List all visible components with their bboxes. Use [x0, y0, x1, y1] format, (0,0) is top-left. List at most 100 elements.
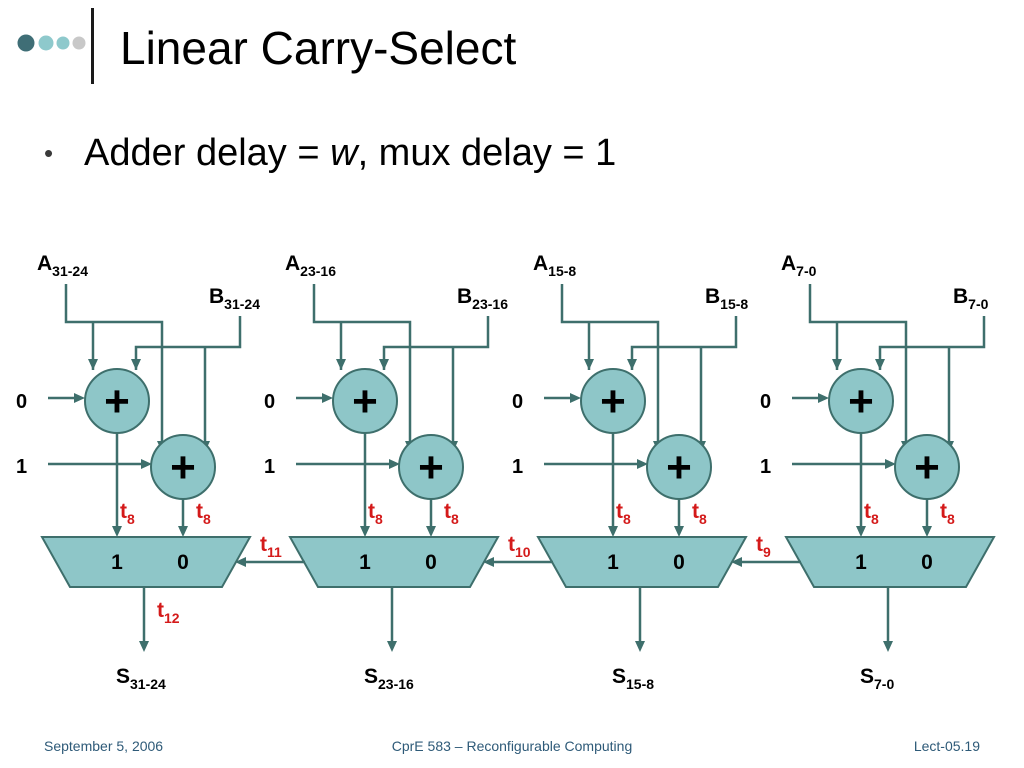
- stage-3-t-right-sub: 8: [947, 511, 955, 527]
- stage-1-adder-carry0: [332, 368, 398, 434]
- stage-1-b-label-main: B: [457, 285, 472, 308]
- stage-2-t-left-main: t: [616, 500, 623, 523]
- stage-2-carry-in-one: 1: [512, 456, 523, 478]
- stage-2-sum-label: S15-8: [612, 665, 654, 692]
- stage-1-a-arrow-top: [336, 359, 346, 370]
- stage-2-t-right-sub: 8: [699, 511, 707, 527]
- stage-1-b-label-sub: 23-16: [472, 296, 508, 312]
- stage-3-t-left-sub: 8: [871, 511, 879, 527]
- stage-3-a-arrow-top: [832, 359, 842, 370]
- stage-3-sum-arrow: [883, 641, 893, 652]
- stage-1-sum-label: S23-16: [364, 665, 414, 692]
- stage-2-b-label: B15-8: [705, 285, 748, 312]
- stage-1-carry-in-one: 1: [264, 456, 275, 478]
- footer-date: September 5, 2006: [44, 738, 164, 754]
- stage-3-t-right: t8: [940, 500, 955, 527]
- stage-1-t-right-sub: 8: [451, 511, 459, 527]
- decorative-dots: [17, 34, 86, 52]
- stage-0-t-right-sub: 8: [203, 511, 211, 527]
- title-divider: [91, 8, 94, 84]
- stage-3-mux-input-1: 1: [855, 551, 867, 574]
- stage-1-a-bus: [312, 284, 412, 450]
- stage-2-t-right: t8: [692, 500, 707, 527]
- stage-3-t-left: t8: [864, 500, 879, 527]
- carry-time-0: t11: [260, 533, 282, 560]
- stage-1-carry-in-zero: 0: [264, 391, 275, 413]
- stage-3-sum-label: S7-0: [860, 665, 894, 692]
- stage-1-a-label-sub: 23-16: [300, 263, 336, 279]
- stage-2-t-right-main: t: [692, 500, 699, 523]
- stage-3-b-arrow-top: [875, 359, 885, 370]
- stage-1-t-left-main: t: [368, 500, 375, 523]
- stage-0-b-bus: [134, 316, 242, 370]
- stage-2-adder-carry1: [646, 434, 712, 500]
- stage-1-t-left-sub: 8: [375, 511, 383, 527]
- stage-0-adder-carry1-symbol: +: [170, 443, 196, 492]
- dot-dark: [17, 34, 35, 52]
- stage-1-t-right: t8: [444, 500, 459, 527]
- carry-time-1: t10: [508, 533, 531, 560]
- stage-3-a-label-main: A: [781, 252, 796, 275]
- stage-2-mux: [536, 536, 748, 588]
- stage-3-sum-label-main: S: [860, 665, 874, 688]
- stage-2-carry-in-zero-arrow: [570, 393, 581, 403]
- stage-2-a-bus: [560, 284, 660, 450]
- stage-2-adder1-out-arrow: [674, 526, 684, 537]
- stage-0-b-label-sub: 31-24: [224, 296, 260, 312]
- stage-2-carry-in-one-arrow: [637, 459, 648, 469]
- stage-3-b-bus: [878, 316, 986, 370]
- stage-2-mux-input-1: 1: [607, 551, 619, 574]
- bullet-suffix: , mux delay = 1: [357, 132, 617, 174]
- carry-time-0-sub: 11: [267, 544, 282, 560]
- stage-3-a-bus: [808, 284, 908, 450]
- stage-2-b-label-sub: 15-8: [720, 296, 748, 312]
- footer-course: CprE 583 – Reconfigurable Computing: [391, 738, 633, 754]
- carry-time-0-main: t: [260, 533, 267, 556]
- stage-1-mux: [288, 536, 500, 588]
- stage-0-t-right: t8: [196, 500, 211, 527]
- stage-0-adder-carry0: [84, 368, 150, 434]
- stage-1-b-arrow-top: [379, 359, 389, 370]
- stage-3-mux-input-0: 0: [921, 551, 933, 574]
- carry-time-1-main: t: [508, 533, 515, 556]
- stage-3-t-left-main: t: [864, 500, 871, 523]
- stage-1-adder-carry1: [398, 434, 464, 500]
- stage-2-a-label-main: A: [533, 252, 548, 275]
- stage-1-b-label: B23-16: [457, 285, 508, 312]
- carry-time-2-main: t: [756, 533, 763, 556]
- stage-0-t-right-main: t: [196, 500, 203, 523]
- stage-2-b-arrow-top: [627, 359, 637, 370]
- stage-3-sum-label-sub: 7-0: [874, 676, 894, 692]
- stage-3-adder-carry0: [828, 368, 894, 434]
- stage-2-a-label-sub: 15-8: [548, 263, 576, 279]
- bullet-variable: w: [330, 132, 358, 174]
- stage-3-a-label: A7-0: [781, 252, 817, 279]
- stage-0-mux: [40, 536, 252, 588]
- stage-0-a-label-sub: 31-24: [52, 263, 88, 279]
- stage-3-carry-in-one-arrow: [885, 459, 896, 469]
- stage-0-adder1-out-arrow: [178, 526, 188, 537]
- stage-1-b-bus: [382, 316, 490, 370]
- carry-arrow-1: [483, 557, 494, 567]
- carry-time-2-sub: 9: [763, 544, 771, 560]
- stage-3-mux: [784, 536, 996, 588]
- stage-0-a-bus: [64, 284, 164, 450]
- stage-1-a-label: A23-16: [285, 252, 336, 279]
- stage-3-b-label-sub: 7-0: [968, 296, 988, 312]
- stage-1-sum-label-sub: 23-16: [378, 676, 414, 692]
- stage-3-adder-carry1: [894, 434, 960, 500]
- stage-0-carry-in-one: 1: [16, 456, 27, 478]
- footer-slide-number: Lect-05.19: [913, 738, 980, 754]
- dot-light: [72, 36, 86, 50]
- stage-0-a-label: A31-24: [37, 252, 88, 279]
- stage-3-adder-carry0-symbol: +: [848, 377, 874, 426]
- stage-0-adder-carry1: [150, 434, 216, 500]
- stage-3-b-label: B7-0: [953, 285, 989, 312]
- stage-0-b-label-main: B: [209, 285, 224, 308]
- stage-3-carry-in-zero: 0: [760, 391, 771, 413]
- carry-time-1-sub: 10: [515, 544, 531, 560]
- stage-1-adder0-out-arrow: [360, 526, 370, 537]
- stage-0-adder-carry0-symbol: +: [104, 377, 130, 426]
- stage-3-carry-in-zero-arrow: [818, 393, 829, 403]
